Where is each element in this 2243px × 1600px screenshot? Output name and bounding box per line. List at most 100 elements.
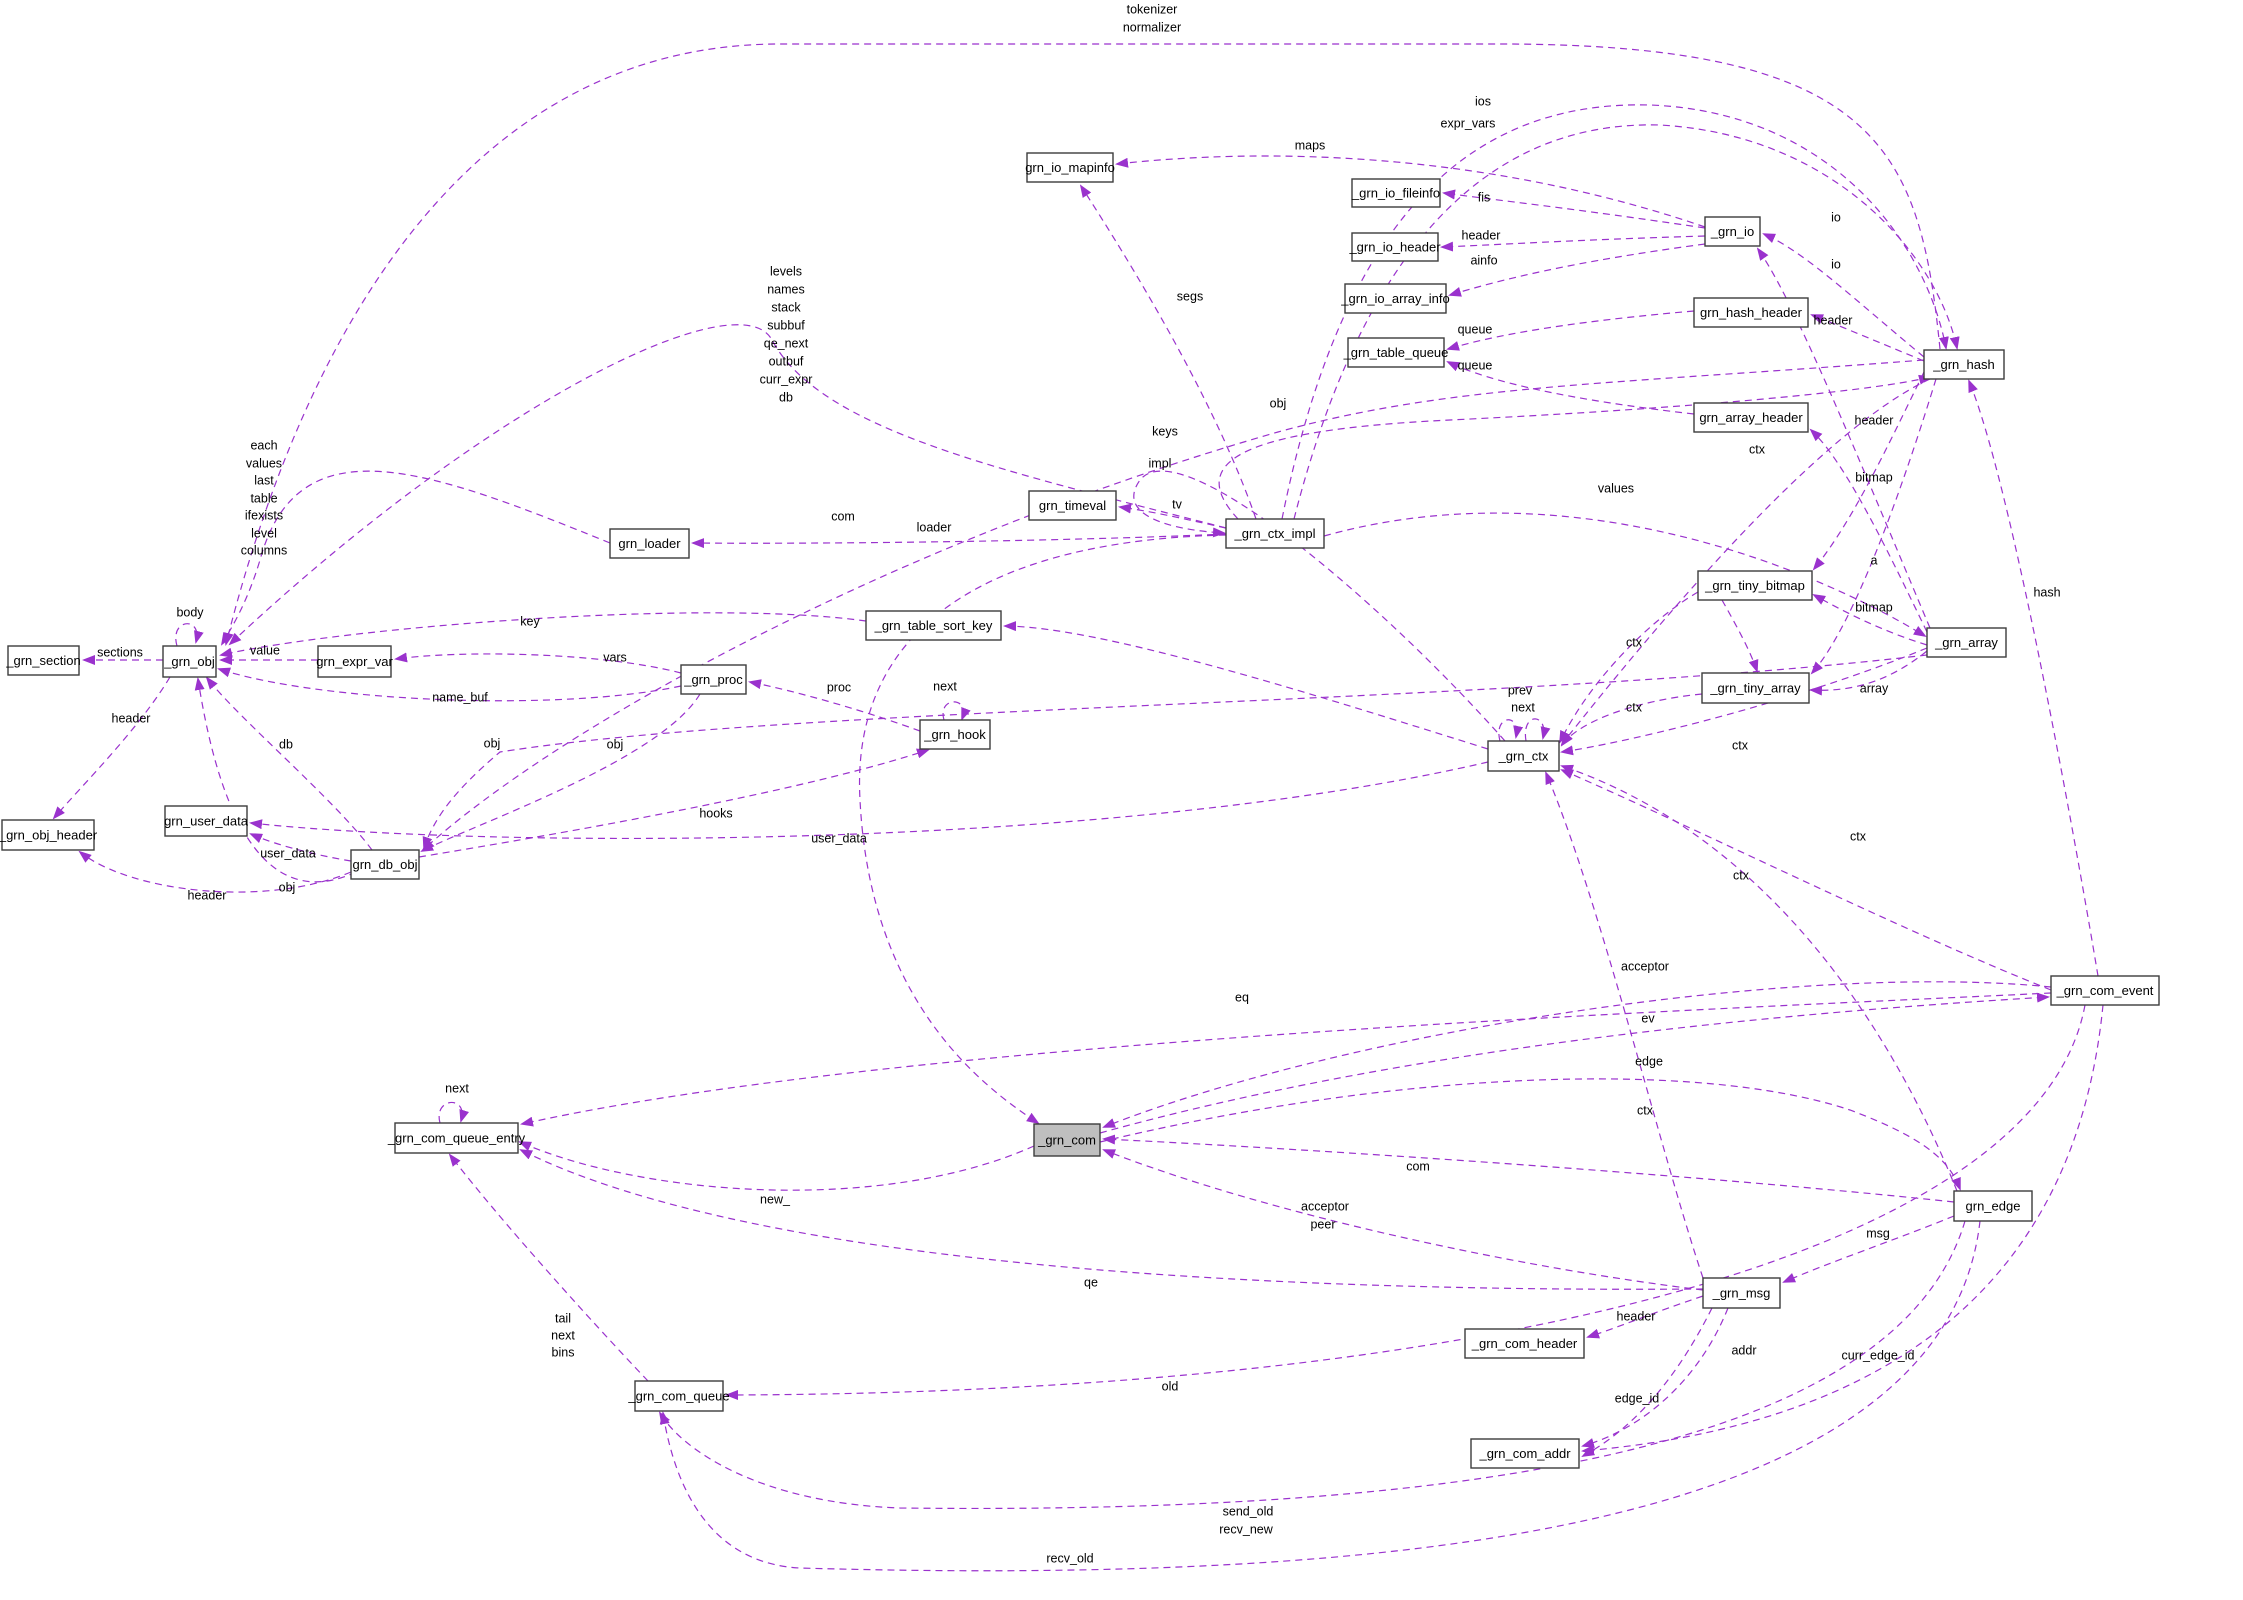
edge-label-ctx: ctx	[1850, 829, 1867, 843]
node-_grn_tiny_bitmap[interactable]: _grn_tiny_bitmap	[1697, 570, 1813, 601]
node-box-_grn_table_queue[interactable]	[1347, 337, 1445, 368]
node-_grn_io_array_info[interactable]: _grn_io_array_info	[1340, 283, 1450, 314]
edge-label-db: db	[279, 737, 293, 751]
node-box-_grn_ctx_impl[interactable]	[1225, 518, 1325, 549]
node-box-grn_array_header[interactable]	[1693, 402, 1809, 433]
node-label-_grn_com_queue_entry: _grn_com_queue_entry	[387, 1130, 526, 1145]
edge-label-tokenizer: tokenizer	[1127, 2, 1178, 16]
node-grn_user_data[interactable]: grn_user_data	[164, 805, 249, 837]
edge-label-ctx: ctx	[1732, 738, 1749, 752]
node-box-_grn_com_addr[interactable]	[1470, 1438, 1580, 1469]
node-label-_grn_msg: _grn_msg	[1712, 1285, 1771, 1300]
node-_grn_tiny_array[interactable]: _grn_tiny_array	[1701, 672, 1810, 704]
node-grn_loader[interactable]: grn_loader	[609, 528, 690, 559]
node-grn_array_header[interactable]: grn_array_header	[1693, 402, 1809, 433]
node-box-_grn_obj_header[interactable]	[1, 819, 95, 851]
node-box-_grn_io_array_info[interactable]	[1344, 283, 1447, 314]
edge-edge-to-comqueue-recv-old	[659, 1220, 1981, 1572]
node-_grn_proc[interactable]: _grn_proc	[680, 664, 747, 695]
node-_grn_io[interactable]: _grn_io	[1704, 216, 1761, 247]
node-_grn_ctx_impl[interactable]: _grn_ctx_impl	[1225, 518, 1325, 549]
node-_grn_com_addr[interactable]: _grn_com_addr	[1470, 1438, 1580, 1469]
node-_grn_hash[interactable]: _grn_hash	[1923, 349, 2005, 380]
node-grn_timeval[interactable]: grn_timeval	[1028, 490, 1117, 521]
node-label-_grn_io_fileinfo: _grn_io_fileinfo	[1351, 185, 1440, 200]
node-box-_grn_table_sort_key[interactable]	[865, 610, 1002, 641]
node-grn_edge[interactable]: grn_edge	[1953, 1190, 2033, 1222]
edge-comevent-to-com-acceptor	[1102, 981, 2052, 1128]
node-box-_grn_com[interactable]	[1033, 1123, 1101, 1157]
edge-label-prev: prev	[1508, 683, 1533, 697]
node-_grn_table_sort_key[interactable]: _grn_table_sort_key	[865, 610, 1002, 641]
node-label-grn_db_obj: grn_db_obj	[352, 857, 417, 872]
node-box-grn_db_obj[interactable]	[350, 849, 420, 880]
edge-label-recv-old: recv_old	[1046, 1551, 1093, 1565]
node-grn_io_mapinfo[interactable]: grn_io_mapinfo	[1025, 152, 1115, 183]
node-_grn_com_queue_entry[interactable]: _grn_com_queue_entry	[387, 1122, 526, 1154]
node-label-_grn_ctx: _grn_ctx	[1498, 748, 1549, 763]
node-box-grn_hash_header[interactable]	[1693, 297, 1809, 328]
edge-io-to-arrayinfo-ainfo	[1448, 243, 1706, 297]
node-box-grn_loader[interactable]	[609, 528, 690, 559]
node-box-_grn_com_header[interactable]	[1464, 1328, 1585, 1359]
edge-label-values: values	[246, 456, 282, 470]
node-_grn_table_queue[interactable]: _grn_table_queue	[1343, 337, 1449, 368]
edge-label-stack: stack	[771, 300, 801, 314]
node-box-_grn_com_event[interactable]	[2050, 975, 2160, 1006]
edge-label-old: old	[1162, 1379, 1179, 1393]
node-box-_grn_tiny_bitmap[interactable]	[1697, 570, 1813, 601]
edge-hash-to-tinyarray-a	[1810, 378, 1937, 675]
node-_grn_io_header[interactable]: _grn_io_header	[1348, 232, 1441, 262]
edge-label-segs: segs	[1177, 289, 1203, 303]
node-_grn_hook[interactable]: _grn_hook	[919, 719, 991, 750]
node-box-_grn_io_header[interactable]	[1351, 232, 1439, 262]
edge-label-proc: proc	[827, 680, 851, 694]
node-box-grn_edge[interactable]	[1953, 1190, 2033, 1222]
edge-label-header: header	[1855, 413, 1894, 427]
node-_grn_array[interactable]: _grn_array	[1926, 627, 2007, 658]
node-box-_grn_tiny_array[interactable]	[1701, 672, 1810, 704]
node-box-_grn_com_queue[interactable]	[634, 1380, 724, 1412]
node-box-grn_user_data[interactable]	[164, 805, 248, 837]
edge-msg-to-comaddr-addr	[1581, 1307, 1729, 1448]
node-label-grn_edge: grn_edge	[1966, 1198, 2021, 1213]
edge-label-tv: tv	[1172, 497, 1182, 511]
edge-loader-to-obj-each-columns	[220, 470, 611, 646]
node-_grn_com[interactable]: _grn_com	[1033, 1123, 1101, 1157]
node-box-_grn_array[interactable]	[1926, 627, 2007, 658]
node-box-_grn_ctx[interactable]	[1487, 740, 1560, 772]
node-box-_grn_obj[interactable]	[162, 645, 217, 678]
edge-label-next: next	[933, 679, 957, 693]
node-box-grn_expr_var[interactable]	[317, 645, 392, 678]
node-box-grn_timeval[interactable]	[1028, 490, 1117, 521]
node-_grn_msg[interactable]: _grn_msg	[1702, 1277, 1781, 1309]
node-_grn_io_fileinfo[interactable]: _grn_io_fileinfo	[1351, 178, 1441, 208]
edge-msg-to-ctx-ctx	[1545, 771, 1704, 1279]
edge-label-a: a	[1871, 553, 1878, 567]
edge-label-each: each	[250, 438, 277, 452]
node-grn_hash_header[interactable]: grn_hash_header	[1693, 297, 1809, 328]
node-grn_db_obj[interactable]: grn_db_obj	[350, 849, 420, 880]
node-grn_expr_var[interactable]: grn_expr_var	[316, 645, 393, 678]
node-_grn_ctx[interactable]: _grn_ctx	[1487, 740, 1560, 772]
node-box-_grn_proc[interactable]	[680, 664, 747, 695]
node-label-_grn_table_queue: _grn_table_queue	[1343, 345, 1449, 360]
node-_grn_section[interactable]: _grn_section	[5, 645, 81, 676]
node-box-_grn_section[interactable]	[7, 645, 80, 676]
edge-label-user-data: user_data	[260, 846, 316, 860]
node-box-_grn_hook[interactable]	[919, 719, 991, 750]
node-box-_grn_msg[interactable]	[1702, 1277, 1781, 1309]
node-box-_grn_io_fileinfo[interactable]	[1351, 178, 1441, 208]
edge-proc-to-dbobj-obj	[420, 693, 701, 852]
edge-comevent-to-hash-hash	[1968, 379, 2099, 977]
node-_grn_com_event[interactable]: _grn_com_event	[2050, 975, 2160, 1006]
node-box-_grn_hash[interactable]	[1923, 349, 2005, 380]
node-box-_grn_com_queue_entry[interactable]	[394, 1122, 519, 1154]
node-_grn_com_header[interactable]: _grn_com_header	[1464, 1328, 1585, 1359]
node-box-grn_io_mapinfo[interactable]	[1026, 152, 1114, 183]
node-_grn_com_queue[interactable]: _grn_com_queue	[627, 1380, 730, 1412]
node-box-_grn_io[interactable]	[1704, 216, 1761, 247]
edge-obj-to-objheader-header	[52, 676, 171, 820]
node-_grn_obj_header[interactable]: _grn_obj_header	[0, 819, 98, 851]
node-_grn_obj[interactable]: _grn_obj	[162, 645, 217, 678]
